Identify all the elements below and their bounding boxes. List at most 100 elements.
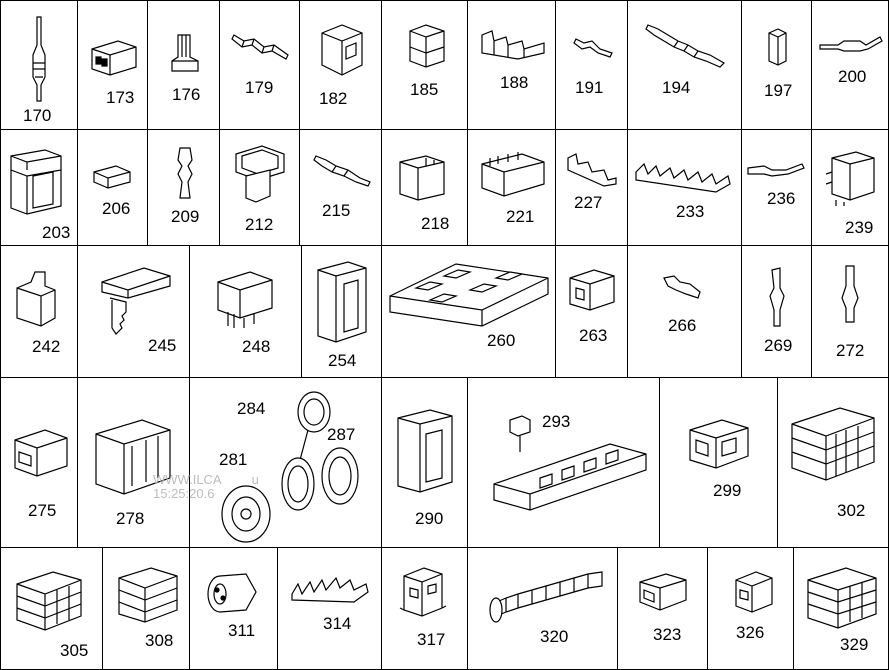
part-cell-266[interactable]: 266 (628, 246, 742, 378)
part-number: 185 (410, 80, 439, 99)
large-housing-illustration (7, 146, 65, 218)
part-cell-323[interactable]: 323 (618, 548, 708, 670)
block-connector-illustration (636, 570, 690, 614)
part-cell-185[interactable]: 185 (382, 0, 468, 130)
small-clip-illustration (660, 272, 706, 302)
part-number: 308 (145, 631, 174, 650)
connector-rail-illustration (490, 414, 650, 514)
part-cell-176[interactable]: 176 (148, 0, 220, 130)
part-cell-227[interactable]: 227 (556, 130, 628, 246)
round-connector-illustration (204, 568, 260, 616)
part-number: 221 (506, 207, 535, 226)
part-cell-215[interactable]: 215 (300, 130, 382, 246)
part-number: 314 (323, 614, 352, 633)
part-number: 170 (23, 106, 52, 125)
part-cell-194[interactable]: 194 (628, 0, 742, 130)
part-cell-197[interactable]: 197 (742, 0, 812, 130)
crimp-terminal-illustration (312, 150, 374, 190)
part-cell-200[interactable]: 200 (812, 0, 889, 130)
part-cell-248[interactable]: 248 (190, 246, 302, 378)
multi-pin-housing-illustration (478, 152, 548, 200)
part-cell-242[interactable]: 242 (0, 246, 78, 378)
part-cell-311[interactable]: 311 (190, 548, 278, 670)
part-number: 173 (106, 88, 135, 107)
flat-terminal-illustration (746, 160, 806, 180)
part-cell-272[interactable]: 272 (812, 246, 889, 378)
part-cell-203[interactable]: 203 (0, 130, 78, 246)
part-cell-209[interactable]: 209 (148, 130, 220, 246)
part-number: 248 (242, 337, 271, 356)
part-cell-254[interactable]: 254 (302, 246, 382, 378)
part-cell-239[interactable]: 239 (812, 130, 889, 246)
corrugated-boot-illustration (486, 568, 606, 630)
part-number: 188 (500, 73, 529, 92)
tall-housing-illustration (394, 406, 456, 498)
dual-block-connector-illustration (404, 21, 450, 71)
part-cell-179[interactable]: 179 (220, 0, 300, 130)
connector-housing-illustration (566, 266, 618, 316)
cap-illustration (766, 27, 788, 67)
block-connector-illustration (318, 21, 366, 81)
part-cell-236[interactable]: 236 (742, 130, 812, 246)
part-number: 203 (42, 223, 71, 242)
part-cell-263[interactable]: 263 (556, 246, 628, 378)
part-cell-314[interactable]: 314 (278, 548, 382, 670)
socket-connector-illustration (232, 142, 288, 206)
pin-terminal-illustration (766, 266, 788, 330)
part-cell-320[interactable]: 320 (468, 548, 618, 670)
modular-connector-illustration (804, 564, 880, 634)
part-cell-317[interactable]: 317 (382, 548, 468, 670)
part-cell-308[interactable]: 308 (103, 548, 190, 670)
connector-housing-illustration (88, 37, 140, 77)
part-number: 329 (840, 635, 869, 654)
part-cell-299[interactable]: 299 (660, 378, 778, 548)
tall-housing-illustration (314, 258, 370, 348)
relay-carrier-tray-illustration (386, 254, 552, 334)
part-cell-305[interactable]: 305 (0, 548, 103, 670)
part-number: 218 (421, 214, 450, 233)
part-cell-290[interactable]: 290 (382, 378, 468, 548)
part-number: 227 (574, 193, 603, 212)
relay-housing-illustration (822, 148, 878, 206)
connector-housing-illustration (732, 568, 776, 616)
part-number: 317 (417, 630, 446, 649)
part-cell-212[interactable]: 212 (220, 130, 300, 246)
part-number: 293 (542, 412, 571, 431)
multi-pin-connector-illustration (214, 268, 276, 328)
pin-terminal-illustration (838, 264, 862, 326)
part-cell-260[interactable]: 260 (382, 246, 556, 378)
part-cell-170[interactable]: 170 (0, 0, 78, 130)
part-number: 242 (32, 337, 61, 356)
modular-connector-illustration (13, 568, 85, 636)
part-cell-269[interactable]: 269 (742, 246, 812, 378)
part-number: 233 (676, 202, 705, 221)
part-number: 272 (836, 341, 865, 360)
connector-housing-illustration (11, 426, 71, 482)
part-cell-326[interactable]: 326 (708, 548, 794, 670)
part-cell-278[interactable]: 278 (78, 378, 190, 548)
part-cell-182[interactable]: 182 (300, 0, 382, 130)
connector-housing-illustration (686, 416, 752, 476)
part-cell-218[interactable]: 218 (382, 130, 468, 246)
part-cell-281-287[interactable]: 284 287 281 (190, 378, 382, 548)
part-cell-329[interactable]: 329 (794, 548, 889, 670)
part-cell-275[interactable]: 275 (0, 378, 78, 548)
part-cell-293[interactable]: 293 (468, 378, 660, 548)
small-terminal-illustration (572, 33, 616, 61)
part-number: 320 (540, 627, 569, 646)
part-number: 266 (668, 316, 697, 335)
part-cell-188[interactable]: 188 (468, 0, 556, 130)
part-cell-221[interactable]: 221 (468, 130, 556, 246)
part-cell-191[interactable]: 191 (556, 0, 628, 130)
part-number: 311 (228, 621, 256, 640)
part-number: 245 (148, 336, 177, 355)
part-number: 263 (579, 326, 608, 345)
part-cell-173[interactable]: 173 (78, 0, 148, 130)
part-cell-206[interactable]: 206 (78, 130, 148, 246)
long-terminal-illustration (644, 21, 730, 71)
part-cell-245[interactable]: 245 (78, 246, 190, 378)
part-cell-302[interactable]: 302 (778, 378, 889, 548)
part-cell-233[interactable]: 233 (628, 130, 742, 246)
